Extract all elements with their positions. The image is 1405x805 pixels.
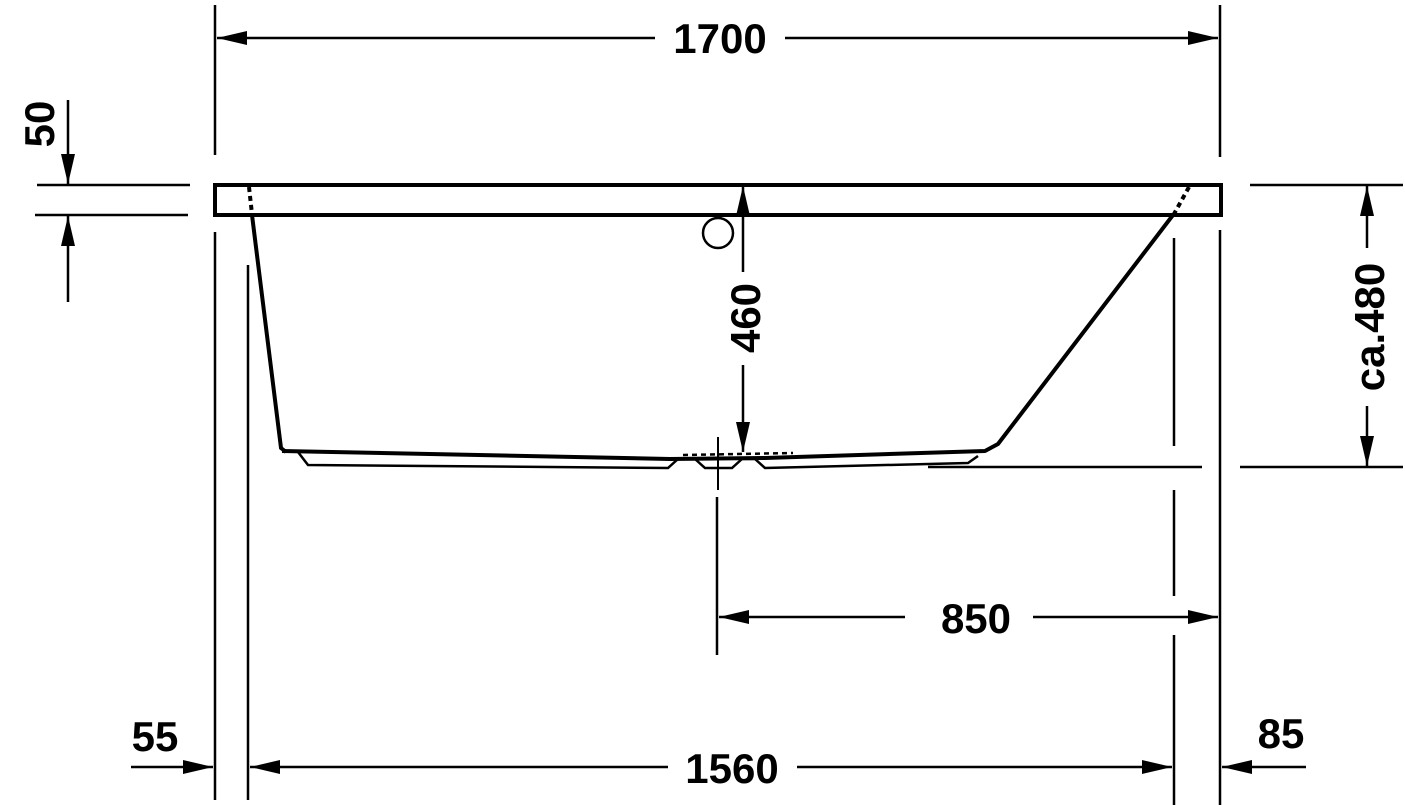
dimension-label-850: 850 [941,595,1011,642]
dimension-label-1700: 1700 [673,15,766,62]
bathtub-rim [213,183,1223,217]
dimension-label-50: 50 [16,101,63,148]
dimension-label-55: 55 [132,713,179,760]
dimension-overall-length: 1700 [217,15,1218,62]
dimension-base-length: 1560 [250,745,1172,792]
dimension-label-85: 85 [1258,710,1305,757]
dimension-drain-offset: 850 [719,595,1218,642]
dimension-label-ca480: ca.480 [1346,263,1393,391]
dimension-right-offset: 85 [1222,710,1306,774]
dimension-label-1560: 1560 [685,745,778,792]
dimension-rim-thickness: 50 [16,100,75,302]
dimension-inner-depth: 460 [722,186,769,452]
dimension-overall-height: ca.480 [1346,186,1393,466]
overflow-circle-icon [701,216,735,250]
dimension-left-offset: 55 [131,713,213,774]
dimension-label-460: 460 [722,283,769,353]
extension-lines [35,5,1403,805]
